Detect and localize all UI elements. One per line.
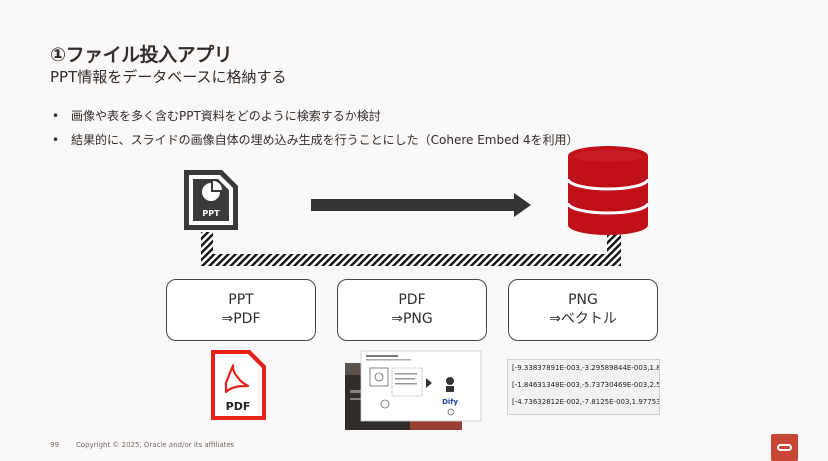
dify-logo-text: Dify <box>442 398 458 406</box>
step-box-png-to-vector: PNG ⇒ベクトル <box>508 279 658 341</box>
pdf-file-icon: PDF <box>211 350 266 420</box>
ppt-icon-label: PPT <box>202 209 220 218</box>
step-box-line2: ⇒PDF <box>221 311 261 327</box>
step-box-line1: PPT <box>228 292 254 308</box>
slide-thumbnail-front: Dify <box>360 350 482 422</box>
copyright-text: Copyright © 2025, Oracle and/or its affi… <box>76 441 235 449</box>
step-box-line1: PNG <box>568 292 598 308</box>
bullet-text: 画像や表を多く含むPPT資料をどのように検索するか検討 <box>71 109 381 123</box>
bullet-item: •結果的に、スライドの画像自体の埋め込み生成を行うことにした（Cohere Em… <box>52 133 579 147</box>
slide-subtitle: PPT情報をデータベースに格納する <box>50 68 287 86</box>
vector-line: [-4.73632812E-002,-7.8125E-003,1.9775390… <box>512 398 659 406</box>
step-box-line1: PDF <box>398 292 426 308</box>
bullet-list: •画像や表を多く含むPPT資料をどのように検索するか検討 •結果的に、スライドの… <box>50 104 579 152</box>
step-box-line2: ⇒ベクトル <box>549 311 617 327</box>
bullet-item: •画像や表を多く含むPPT資料をどのように検索するか検討 <box>52 109 381 123</box>
step-box-pdf-to-png: PDF ⇒PNG <box>337 279 487 341</box>
vector-line: [-9.33837891E-003,-3.29589844E-003,1.867… <box>512 364 659 372</box>
step-box-ppt-to-pdf: PPT ⇒PDF <box>166 279 316 341</box>
vector-sample-panel: [-9.33837891E-003,-3.29589844E-003,1.867… <box>507 359 660 415</box>
ppt-file-icon: PPT <box>184 170 238 230</box>
oracle-logo-icon <box>771 434 798 461</box>
vector-line: [-1.84631348E-003,-5.73730469E-003,2.563… <box>512 381 659 389</box>
hatched-connector <box>201 232 621 266</box>
bullet-text: 結果的に、スライドの画像自体の埋め込み生成を行うことにした（Cohere Emb… <box>71 133 579 147</box>
right-arrow-icon <box>311 193 531 217</box>
pdf-icon-label: PDF <box>226 400 251 413</box>
database-icon <box>566 146 650 235</box>
page-number: 99 <box>50 441 59 449</box>
step-box-line2: ⇒PNG <box>391 311 433 327</box>
slide-title: ①ファイル投入アプリ <box>50 44 233 66</box>
